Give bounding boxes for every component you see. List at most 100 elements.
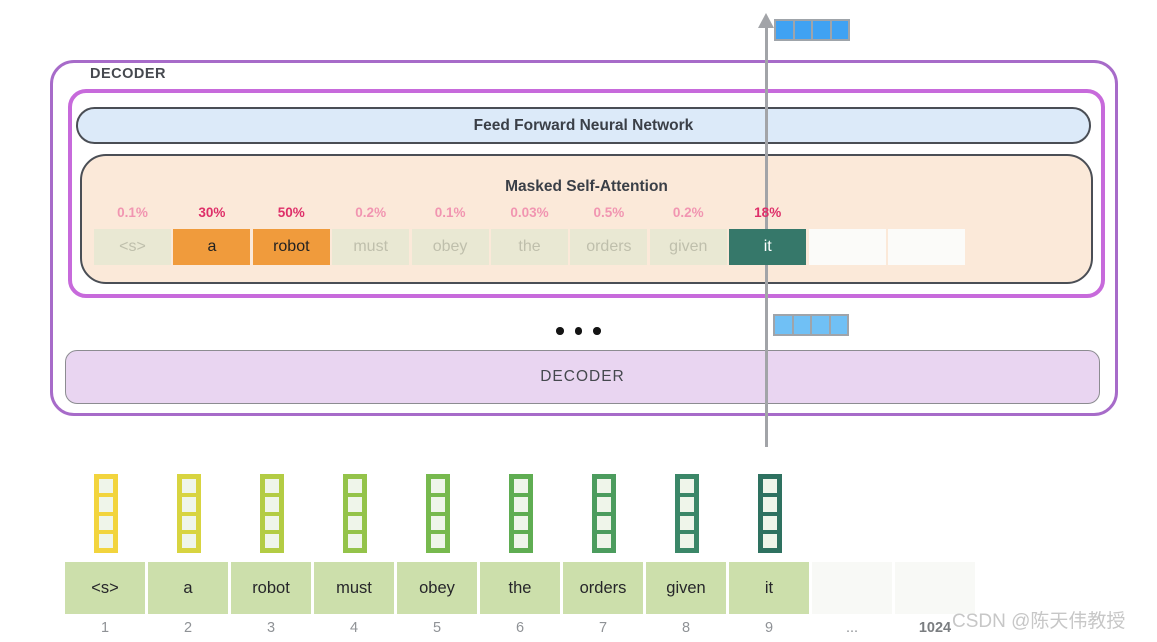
embedding-vector-cell xyxy=(762,533,777,548)
attention-score: 0.2% xyxy=(672,205,704,220)
attention-token-cell: the xyxy=(491,229,568,265)
embedding-vector-cell xyxy=(347,497,362,512)
embedding-vector-cell xyxy=(430,479,445,494)
embedding-vector-cell xyxy=(596,497,611,512)
input-token-cell xyxy=(895,562,975,614)
attention-score: 50% xyxy=(277,205,305,220)
output-vector xyxy=(774,19,850,41)
embedding-vector xyxy=(176,474,201,553)
position-number: 4 xyxy=(349,620,359,636)
attention-token-cell xyxy=(808,229,886,265)
masked-self-attention-title: Masked Self-Attention xyxy=(505,178,668,195)
attention-token-cell: given xyxy=(649,229,727,265)
embedding-vector-cell xyxy=(762,515,777,530)
output-vector-cell xyxy=(831,21,848,39)
embedding-vector-cell xyxy=(596,533,611,548)
embedding-vector xyxy=(425,474,450,553)
decoder-outer-label: DECODER xyxy=(90,66,167,82)
decoder-lower-label: DECODER xyxy=(540,368,625,385)
hidden-vector-cell xyxy=(830,316,847,334)
position-number: 3 xyxy=(266,620,276,636)
embedding-vector-cell xyxy=(430,497,445,512)
position-number: 2 xyxy=(183,620,193,636)
embedding-vector-cell xyxy=(264,497,279,512)
embedding-vector-cell xyxy=(347,515,362,530)
stacked-layers-ellipsis xyxy=(556,327,601,335)
embedding-vector-cell xyxy=(264,515,279,530)
position-number: 1 xyxy=(100,620,110,636)
attention-score: 0.03% xyxy=(510,205,549,220)
attention-score: 0.2% xyxy=(355,205,387,220)
embedding-vector-cell xyxy=(762,479,777,494)
embedding-vector-cell xyxy=(679,533,694,548)
input-token-cell: robot xyxy=(231,562,311,614)
embedding-vector-cell xyxy=(679,479,694,494)
attention-score: 18% xyxy=(754,205,782,220)
embedding-vector-cell xyxy=(347,479,362,494)
attention-score: 0.5% xyxy=(593,205,625,220)
input-token-cell: obey xyxy=(397,562,477,614)
position-number: 7 xyxy=(598,620,608,636)
embedding-vector xyxy=(508,474,533,553)
embedding-vector-cell xyxy=(596,515,611,530)
position-number: 5 xyxy=(432,620,442,636)
embedding-vector xyxy=(342,474,367,553)
position-number: 1024 xyxy=(918,620,952,636)
embedding-vector-cell xyxy=(181,515,196,530)
embedding-vector-cell xyxy=(513,515,528,530)
attention-score: 0.1% xyxy=(434,205,466,220)
output-vector-cell xyxy=(776,21,793,39)
embedding-vector-cell xyxy=(181,533,196,548)
output-vector-cell xyxy=(813,21,830,39)
position-number: ... xyxy=(845,620,859,636)
embedding-vector-cell xyxy=(347,533,362,548)
embedding-vector-cell xyxy=(264,533,279,548)
embedding-vector-cell xyxy=(513,479,528,494)
embedding-vector xyxy=(674,474,699,553)
hidden-vector-cell xyxy=(812,316,829,334)
embedding-vector-cell xyxy=(98,515,113,530)
decoder-inner-box xyxy=(68,89,1105,298)
feed-forward-box: Feed Forward Neural Network xyxy=(76,107,1091,144)
embedding-vector-cell xyxy=(181,497,196,512)
attention-token-cell: a xyxy=(173,229,251,265)
embedding-vector xyxy=(93,474,118,553)
embedding-vector-cell xyxy=(596,479,611,494)
embedding-vector-cell xyxy=(762,497,777,512)
feed-forward-label: Feed Forward Neural Network xyxy=(473,116,694,134)
embedding-vector-cell xyxy=(98,479,113,494)
embedding-vector-cell xyxy=(513,533,528,548)
attention-token-cell xyxy=(888,229,965,265)
embedding-vector-cell xyxy=(264,479,279,494)
input-token-cell: orders xyxy=(563,562,643,614)
attention-token-cell: it xyxy=(729,229,807,265)
input-token-cell: given xyxy=(646,562,726,614)
attention-token-cell: robot xyxy=(252,229,330,265)
attention-token-cell: must xyxy=(332,229,410,265)
embedding-vector-cell xyxy=(430,533,445,548)
input-token-cell: <s> xyxy=(65,562,145,614)
embedding-vector-cell xyxy=(98,533,113,548)
attention-token-cell: <s> xyxy=(94,229,171,265)
attention-score: 0.1% xyxy=(117,205,148,220)
input-token-cell xyxy=(812,562,892,614)
attention-score: 30% xyxy=(198,205,226,220)
output-vector-cell xyxy=(794,21,811,39)
decoder-lower-box: DECODER xyxy=(65,350,1100,404)
input-token-cell: it xyxy=(729,562,809,614)
arrow-up-icon xyxy=(758,13,774,28)
hidden-state-vector xyxy=(773,314,849,336)
embedding-vector-cell xyxy=(679,497,694,512)
input-token-cell: the xyxy=(480,562,560,614)
watermark-text: CSDN @陈天伟教授 xyxy=(952,611,1126,632)
position-number: 8 xyxy=(681,620,691,636)
hidden-vector-cell xyxy=(793,316,810,334)
embedding-vector-cell xyxy=(98,497,113,512)
ellipsis-dot xyxy=(574,327,582,335)
ellipsis-dot xyxy=(556,327,564,335)
embedding-vector-cell xyxy=(679,515,694,530)
input-token-cell: a xyxy=(148,562,228,614)
position-number: 6 xyxy=(515,620,525,636)
embedding-vector xyxy=(259,474,284,553)
